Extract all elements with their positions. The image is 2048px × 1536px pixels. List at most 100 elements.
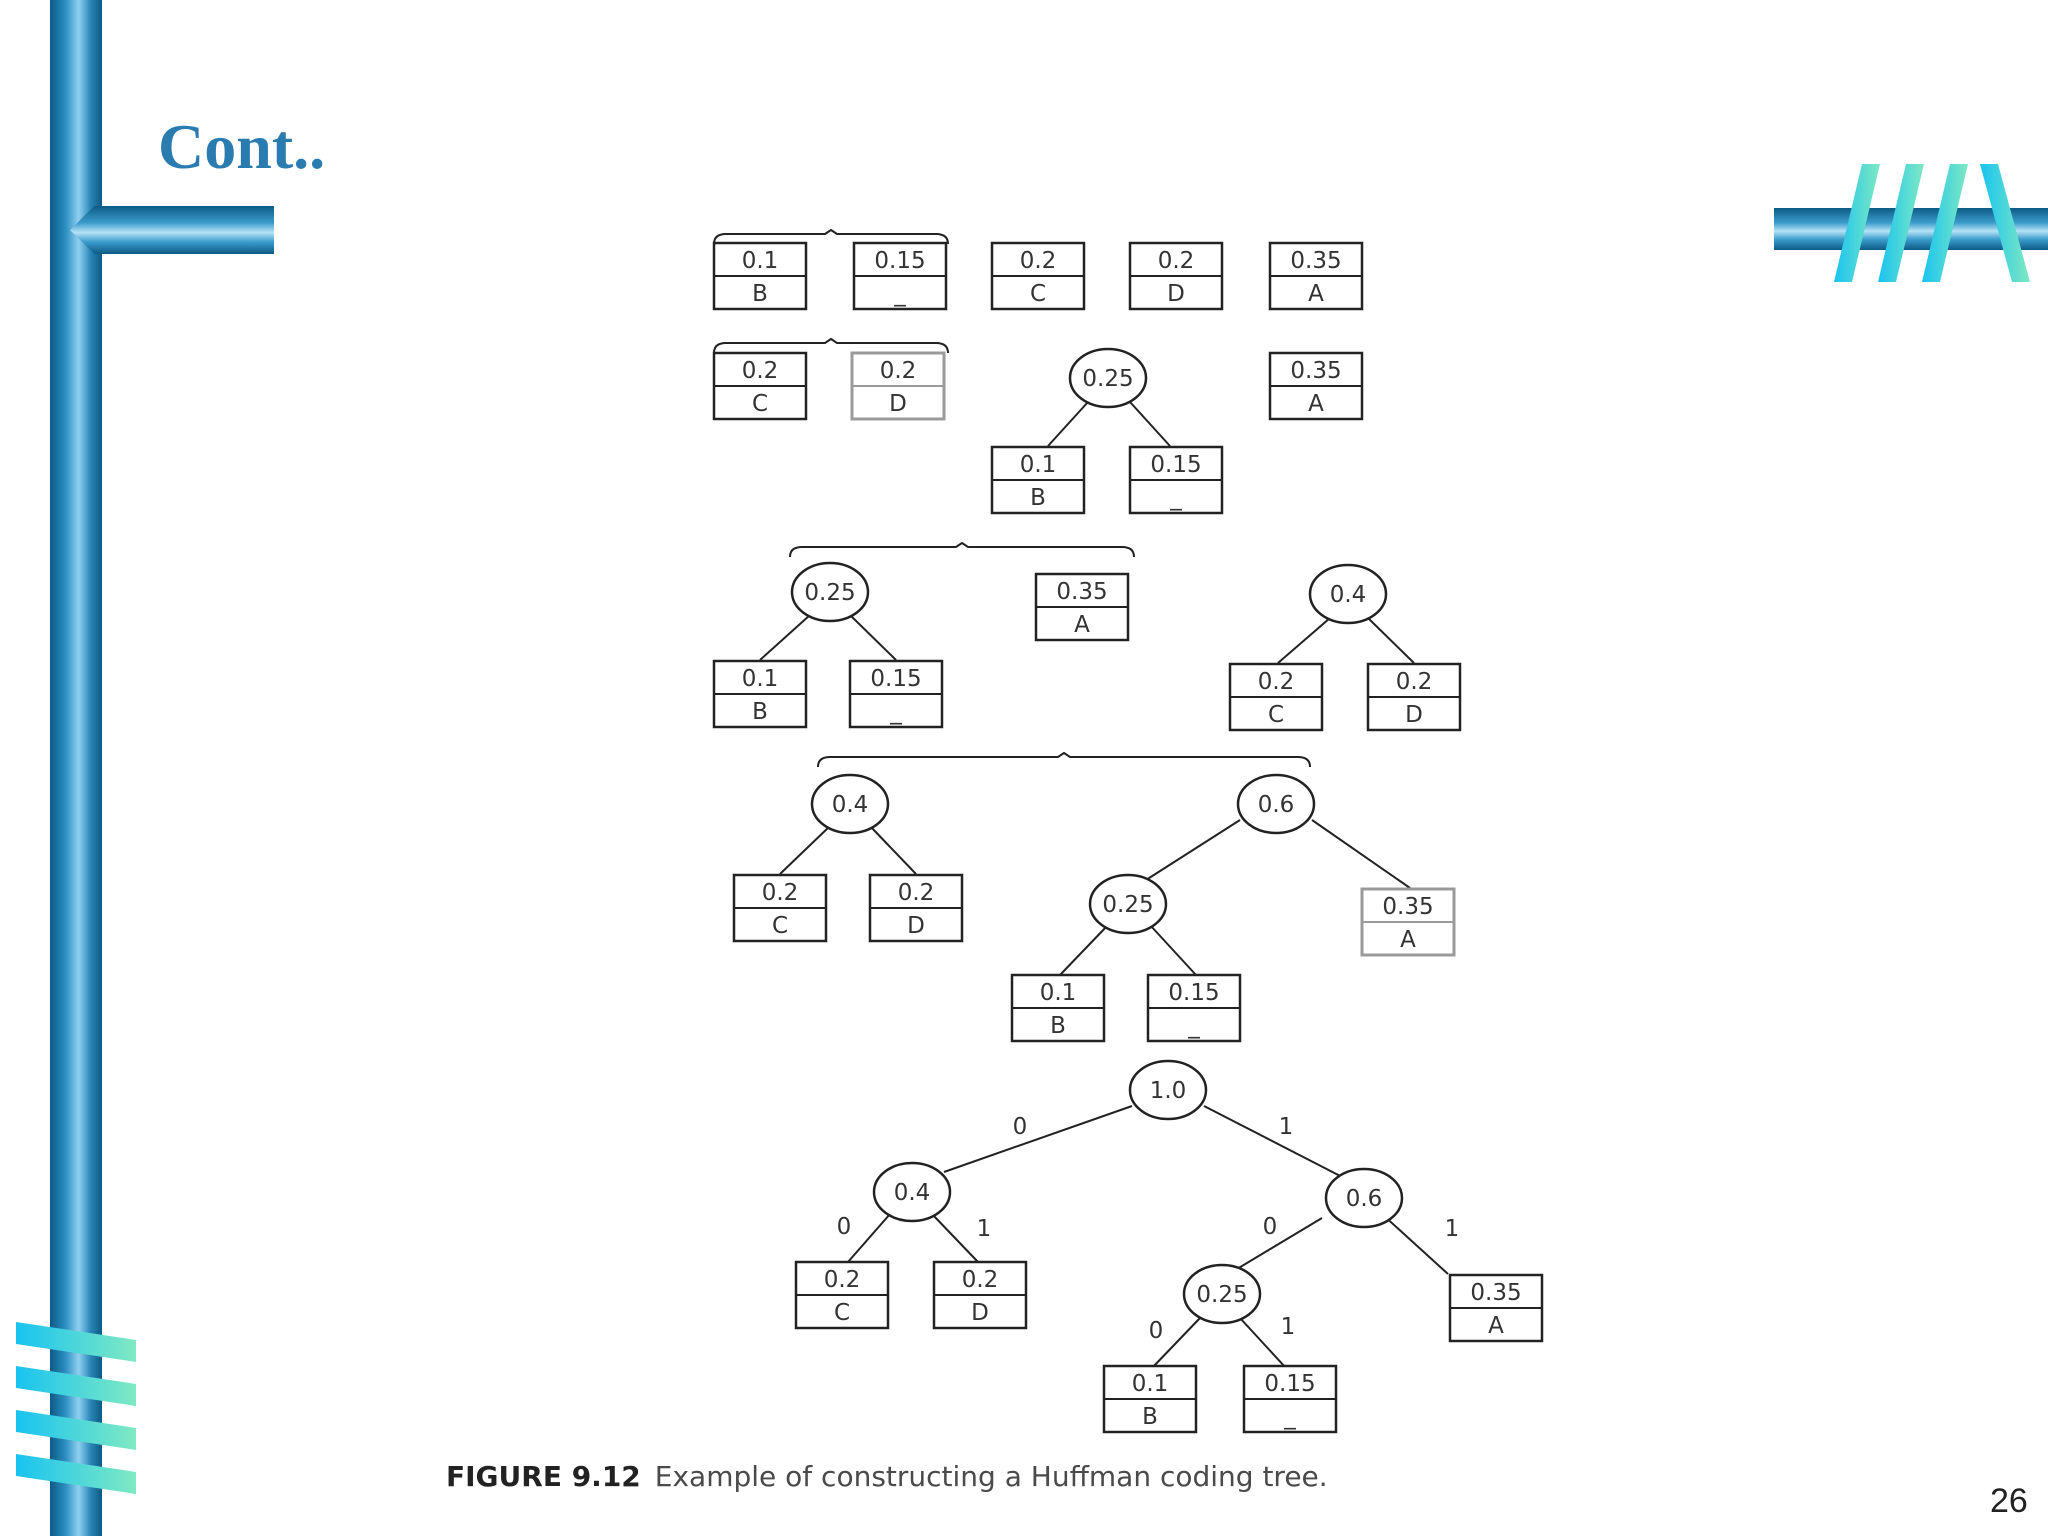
internal-node-value: 0.4 bbox=[1330, 582, 1367, 608]
internal-node-circle bbox=[1182, 1263, 1262, 1325]
node-symbol: B bbox=[1030, 485, 1046, 511]
left-horizontal-bar bbox=[70, 206, 274, 254]
tree-edge bbox=[1059, 924, 1109, 976]
node-symbol: D bbox=[889, 391, 907, 417]
node-value: 0.2 bbox=[1020, 248, 1057, 274]
node-value: 0.15 bbox=[1150, 452, 1201, 478]
node-value: 0.1 bbox=[742, 248, 779, 274]
node-value: 0.2 bbox=[880, 358, 917, 384]
node-value: 0.1 bbox=[1020, 452, 1057, 478]
internal-node-value: 0.25 bbox=[804, 580, 855, 606]
node-value: 0.2 bbox=[824, 1267, 861, 1293]
tree-edge bbox=[1203, 1105, 1349, 1181]
internal-node-circle bbox=[1308, 563, 1388, 625]
internal-node-value: 0.25 bbox=[1102, 892, 1153, 918]
tree-edge bbox=[1311, 819, 1411, 889]
tree-edge bbox=[931, 1213, 979, 1263]
node-value: 0.2 bbox=[1396, 669, 1433, 695]
internal-node-circle bbox=[872, 1161, 952, 1223]
node-value: 0.35 bbox=[1382, 894, 1433, 920]
node-value: 0.35 bbox=[1056, 579, 1107, 605]
node-value: 0.2 bbox=[1258, 669, 1295, 695]
slide-title: Cont.. bbox=[158, 111, 326, 182]
node-value: 0.15 bbox=[1264, 1371, 1315, 1397]
node-value: 0.15 bbox=[1168, 980, 1219, 1006]
node-symbol: A bbox=[1074, 612, 1090, 638]
figure-caption-text: Example of constructing a Huffman coding… bbox=[654, 1460, 1328, 1493]
node-value: 0.35 bbox=[1290, 358, 1341, 384]
node-value: 0.15 bbox=[870, 666, 921, 692]
internal-node-circle bbox=[1128, 1059, 1208, 1121]
node-symbol: B bbox=[1050, 1013, 1066, 1039]
merge-bracket bbox=[713, 337, 949, 354]
node-symbol: _ bbox=[1169, 485, 1182, 511]
edge-label: 0 bbox=[1263, 1214, 1278, 1240]
internal-node-circle bbox=[810, 773, 890, 835]
edge-label: 1 bbox=[1279, 1114, 1294, 1140]
node-symbol: C bbox=[1030, 281, 1046, 307]
internal-node-circle bbox=[1324, 1167, 1404, 1229]
node-symbol: C bbox=[772, 913, 788, 939]
merge-bracket bbox=[789, 541, 1135, 558]
node-symbol: A bbox=[1308, 281, 1324, 307]
node-symbol: B bbox=[1142, 1404, 1158, 1430]
internal-node-circle bbox=[1088, 873, 1168, 935]
edge-label: 0 bbox=[1013, 1114, 1028, 1140]
node-symbol: A bbox=[1308, 391, 1324, 417]
tree-edge bbox=[847, 1213, 891, 1263]
node-value: 0.2 bbox=[898, 880, 935, 906]
internal-node-value: 0.4 bbox=[832, 792, 869, 818]
edge-label: 0 bbox=[1149, 1318, 1164, 1344]
internal-node-value: 0.4 bbox=[894, 1180, 931, 1206]
tree-edge bbox=[1151, 1317, 1201, 1369]
left-vertical-bar bbox=[50, 0, 102, 1536]
edge-label: 1 bbox=[1445, 1216, 1460, 1242]
tree-edge bbox=[1129, 401, 1171, 447]
tree-edge bbox=[1047, 401, 1089, 447]
node-value: 0.2 bbox=[962, 1267, 999, 1293]
node-symbol: D bbox=[1167, 281, 1185, 307]
node-value: 0.1 bbox=[1040, 980, 1077, 1006]
edge-label: 1 bbox=[977, 1216, 992, 1242]
tree-edge bbox=[1239, 1317, 1287, 1369]
node-symbol: C bbox=[834, 1300, 850, 1326]
tree-edge bbox=[1367, 617, 1415, 664]
internal-node-value: 0.25 bbox=[1082, 366, 1133, 392]
tree-edge bbox=[943, 1105, 1133, 1173]
node-symbol: D bbox=[971, 1300, 989, 1326]
node-symbol: D bbox=[1405, 702, 1423, 728]
tree-edge bbox=[849, 614, 897, 661]
node-symbol: B bbox=[752, 281, 768, 307]
edge-label: 0 bbox=[837, 1214, 852, 1240]
internal-node-value: 0.6 bbox=[1258, 792, 1295, 818]
internal-node-value: 0.6 bbox=[1346, 1186, 1383, 1212]
figure-caption-label: FIGURE 9.12 bbox=[446, 1460, 641, 1493]
tree-edge bbox=[759, 614, 811, 661]
node-symbol: _ bbox=[1283, 1404, 1296, 1430]
internal-node-value: 0.25 bbox=[1196, 1282, 1247, 1308]
node-value: 0.1 bbox=[1132, 1371, 1169, 1397]
page-number: 26 bbox=[1990, 1482, 2028, 1520]
node-value: 0.2 bbox=[762, 880, 799, 906]
node-symbol: C bbox=[1268, 702, 1284, 728]
node-value: 0.2 bbox=[1158, 248, 1195, 274]
internal-node-circle bbox=[1236, 773, 1316, 835]
node-value: 0.15 bbox=[874, 248, 925, 274]
edge-label: 1 bbox=[1281, 1314, 1296, 1340]
node-symbol: A bbox=[1400, 927, 1416, 953]
node-value: 0.35 bbox=[1290, 248, 1341, 274]
tree-edge bbox=[869, 825, 917, 875]
node-symbol: C bbox=[752, 391, 768, 417]
merge-bracket bbox=[713, 228, 949, 245]
internal-node-circle bbox=[790, 561, 870, 623]
tree-edge bbox=[1381, 1213, 1449, 1275]
internal-node-circle bbox=[1068, 347, 1148, 409]
node-symbol: _ bbox=[889, 699, 902, 725]
node-symbol: D bbox=[907, 913, 925, 939]
node-symbol: _ bbox=[893, 281, 906, 307]
node-value: 0.35 bbox=[1470, 1280, 1521, 1306]
node-symbol: A bbox=[1488, 1313, 1504, 1339]
merge-bracket bbox=[817, 751, 1311, 768]
node-symbol: _ bbox=[1187, 1013, 1200, 1039]
